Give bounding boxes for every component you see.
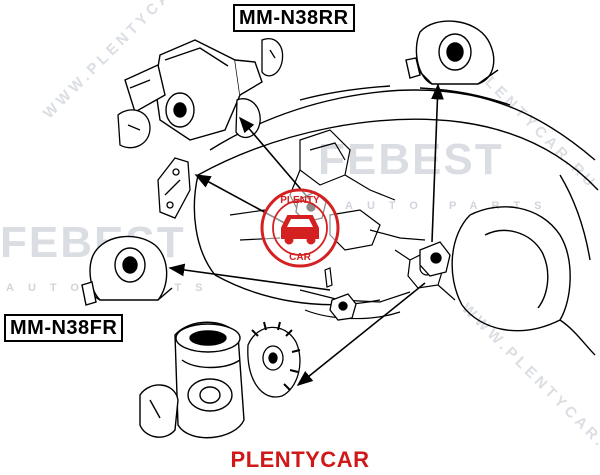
installed-mount-front bbox=[329, 293, 357, 321]
pointer-arrows bbox=[168, 83, 444, 387]
gear-plate-bottom bbox=[247, 321, 301, 398]
footer-brand: PLENTYCAR bbox=[230, 447, 370, 472]
mount-plate-c bbox=[235, 98, 261, 139]
bracket-middle-left bbox=[157, 157, 191, 219]
watermark-tagline-right: AUTO PARTS bbox=[345, 200, 556, 212]
installed-mount-rear bbox=[419, 241, 451, 277]
car-body-outline bbox=[193, 85, 599, 356]
mount-mm-n38rr-part bbox=[405, 20, 499, 85]
part-label-mm-n38rr: MM-N38RR bbox=[233, 4, 355, 32]
mount-cylinder-bottom bbox=[139, 321, 245, 439]
part-label-mm-n38fr: MM-N38FR bbox=[4, 314, 124, 342]
stamp-top-text: PLENTY bbox=[280, 195, 320, 206]
stamp-bottom-text: CAR bbox=[289, 252, 311, 263]
mount-plate-a bbox=[261, 38, 284, 77]
installed-bolt bbox=[324, 267, 333, 288]
mount-assembly-top-left bbox=[124, 39, 263, 141]
plentycar-stamp-logo: PLENTY CAR bbox=[260, 188, 340, 268]
mount-plate-b bbox=[117, 109, 151, 149]
mount-mm-n38fr-part bbox=[81, 235, 173, 306]
